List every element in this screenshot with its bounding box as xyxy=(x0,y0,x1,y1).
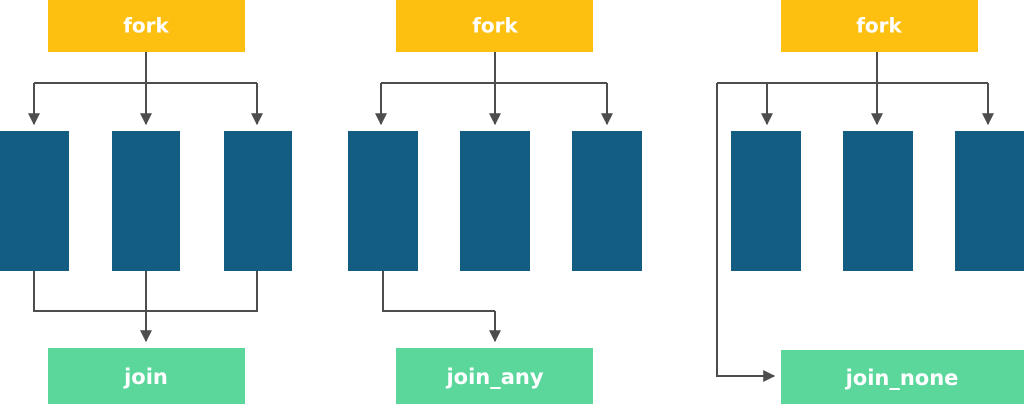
process-bar[interactable] xyxy=(955,131,1024,271)
join-any-riser-1 xyxy=(382,271,495,312)
panel-join-any: fork join_any xyxy=(348,0,642,404)
join-node-join-none[interactable] xyxy=(781,350,1024,404)
join-node-join-none-label: join_none xyxy=(845,366,959,390)
process-bar[interactable] xyxy=(843,131,913,271)
process-bar[interactable] xyxy=(348,131,418,271)
fork-node-join[interactable] xyxy=(48,0,245,52)
join-none-bypass xyxy=(716,83,776,382)
connectors-join-none xyxy=(716,52,994,382)
join-node-join[interactable] xyxy=(48,348,245,404)
panel-join: fork join xyxy=(0,0,292,404)
fork-node-join-any[interactable] xyxy=(396,0,593,52)
connectors-join-any xyxy=(375,52,613,343)
connectors-join xyxy=(28,52,263,343)
join-node-join-any[interactable] xyxy=(396,348,593,404)
join-riser-1 xyxy=(33,271,146,312)
process-bar[interactable] xyxy=(572,131,642,271)
join-node-join-label: join xyxy=(123,365,168,389)
panel-join-none: fork join_none xyxy=(716,0,1024,404)
fork-node-join-none-label: fork xyxy=(856,14,902,38)
fork-node-join-any-label: fork xyxy=(472,14,518,38)
process-bar[interactable] xyxy=(460,131,530,271)
join-riser-3 xyxy=(146,271,258,312)
fork-node-join-none[interactable] xyxy=(781,0,978,52)
process-bar[interactable] xyxy=(0,131,69,271)
fork-node-join-label: fork xyxy=(123,14,169,38)
process-bar[interactable] xyxy=(224,131,292,271)
join-node-join-any-label: join_any xyxy=(445,365,543,389)
process-bar[interactable] xyxy=(112,131,180,271)
process-bar[interactable] xyxy=(731,131,801,271)
